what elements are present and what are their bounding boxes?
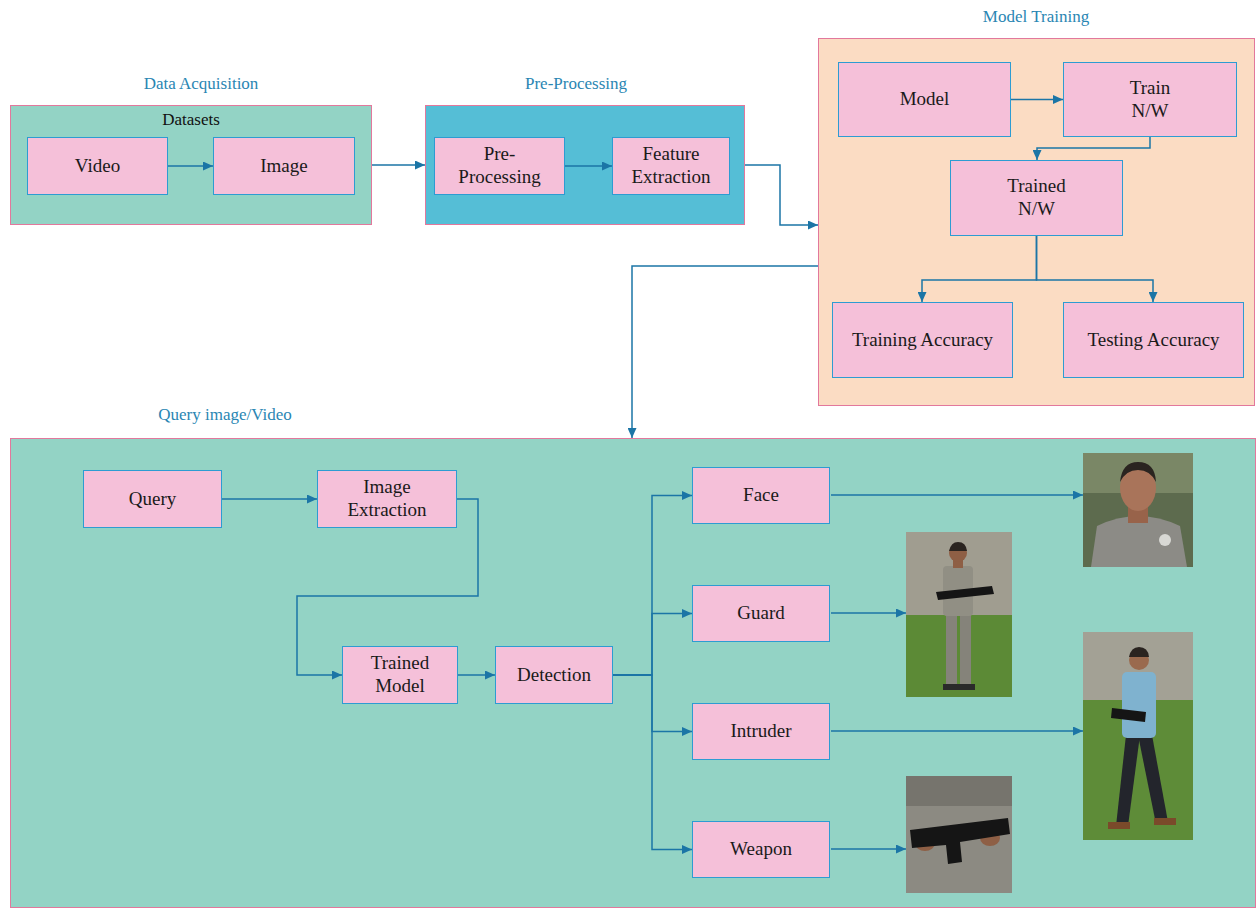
connector-arrow: [168, 165, 213, 167]
leg: [1138, 735, 1168, 824]
connector-arrow: [1011, 99, 1063, 101]
photo-arrow: [831, 612, 906, 614]
leg: [960, 612, 971, 686]
guard-photo: [906, 532, 1012, 697]
process-box: Trained Model: [342, 646, 458, 704]
connector-arrow: [1037, 236, 1154, 302]
hair: [1120, 462, 1156, 482]
process-box: Testing Accuracy: [1063, 302, 1244, 378]
shirt: [1122, 672, 1156, 738]
process-box: Detection: [495, 646, 613, 704]
process-box: Feature Extraction: [612, 137, 730, 195]
connector-arrow: [613, 496, 692, 676]
shoe: [1154, 818, 1176, 825]
shoe: [959, 684, 975, 690]
connector-arrow: [1037, 137, 1150, 160]
leg: [946, 612, 957, 686]
shirt: [1091, 516, 1187, 567]
process-box: Training Accuracy: [832, 302, 1013, 378]
box-label: Face: [743, 484, 779, 507]
process-box: Image: [213, 137, 355, 195]
box-label: Query: [129, 488, 176, 511]
photo-background: [1083, 453, 1193, 567]
panel-background: [819, 39, 1255, 406]
photo-arrow: [831, 494, 1083, 496]
connector-arrow: [613, 614, 692, 676]
connector-arrow: [922, 236, 1037, 302]
face-photo: [1083, 453, 1193, 567]
box-label: Trained Model: [354, 652, 446, 698]
photo-background: [906, 776, 1012, 893]
gun: [1111, 708, 1146, 722]
connector-arrow: [745, 165, 818, 225]
hair: [949, 542, 967, 551]
group-panel: Pre-ProcessingPre- ProcessingFeature Ext…: [425, 105, 745, 225]
panel-heading: Pre-Processing: [525, 74, 627, 94]
process-box: Image Extraction: [317, 470, 457, 528]
box-label: Training Accuracy: [852, 329, 993, 352]
connector-arrow: [632, 266, 818, 438]
shirt: [906, 776, 1012, 806]
photo-background: [1083, 632, 1193, 840]
group-panel: Query image/VideoQueryImage ExtractionTr…: [10, 438, 1256, 908]
panel-heading: Data Acquisition: [144, 74, 259, 94]
panel-heading: Model Training: [983, 7, 1089, 27]
process-box: Query: [83, 470, 222, 528]
panel-background: [426, 106, 745, 225]
process-box: Intruder: [692, 703, 830, 760]
shoe: [1108, 822, 1130, 829]
grass: [906, 615, 1012, 697]
gun: [936, 586, 994, 600]
process-box: Video: [27, 137, 168, 195]
connector-arrow: [565, 165, 612, 167]
connector-arrow: [372, 164, 425, 166]
group-panel: Model TrainingModelTrain N/WTrained N/WT…: [818, 38, 1255, 406]
box-label: Video: [75, 155, 120, 178]
connector-layer: [168, 100, 1153, 850]
shoe: [943, 684, 959, 690]
photo-background: [906, 532, 1012, 697]
leg: [1116, 735, 1140, 826]
group-panel: Data AcquisitionDatasetsVideoImage: [10, 105, 372, 225]
panel-subheading: Datasets: [162, 110, 220, 130]
connector-arrow: [222, 498, 317, 500]
panel-heading: Query image/Video: [158, 405, 292, 425]
process-box: Pre- Processing: [434, 137, 565, 195]
box-label: Pre- Processing: [446, 143, 553, 189]
box-label: Testing Accuracy: [1087, 329, 1219, 352]
box-label: Model: [900, 88, 950, 111]
panel-background: [11, 439, 1256, 908]
connector-arrow: [613, 675, 692, 850]
process-box: Weapon: [692, 821, 830, 878]
box-label: Feature Extraction: [624, 143, 718, 189]
box-label: Trained N/W: [997, 175, 1077, 221]
hair: [1129, 647, 1149, 657]
process-box: Guard: [692, 585, 830, 642]
photo-arrow: [831, 848, 906, 850]
grass: [1083, 700, 1193, 840]
process-box: Model: [838, 62, 1011, 137]
process-box: Trained N/W: [950, 160, 1123, 236]
weapon-photo: [906, 776, 1012, 893]
box-label: Guard: [737, 602, 784, 625]
box-label: Image Extraction: [329, 476, 445, 522]
connector-arrow: [458, 674, 495, 676]
photo-arrow: [831, 730, 1083, 732]
box-label: Intruder: [730, 720, 791, 743]
process-box: Face: [692, 467, 830, 524]
gun: [910, 818, 1010, 864]
badge: [1159, 534, 1171, 546]
intruder-photo: [1083, 632, 1193, 840]
box-label: Detection: [517, 664, 591, 687]
box-label: Train N/W: [1115, 77, 1185, 123]
panel-background: [11, 106, 372, 225]
box-label: Weapon: [730, 838, 792, 861]
process-box: Train N/W: [1063, 62, 1237, 137]
photo-arrows: [831, 495, 1083, 849]
box-label: Image: [260, 155, 307, 178]
